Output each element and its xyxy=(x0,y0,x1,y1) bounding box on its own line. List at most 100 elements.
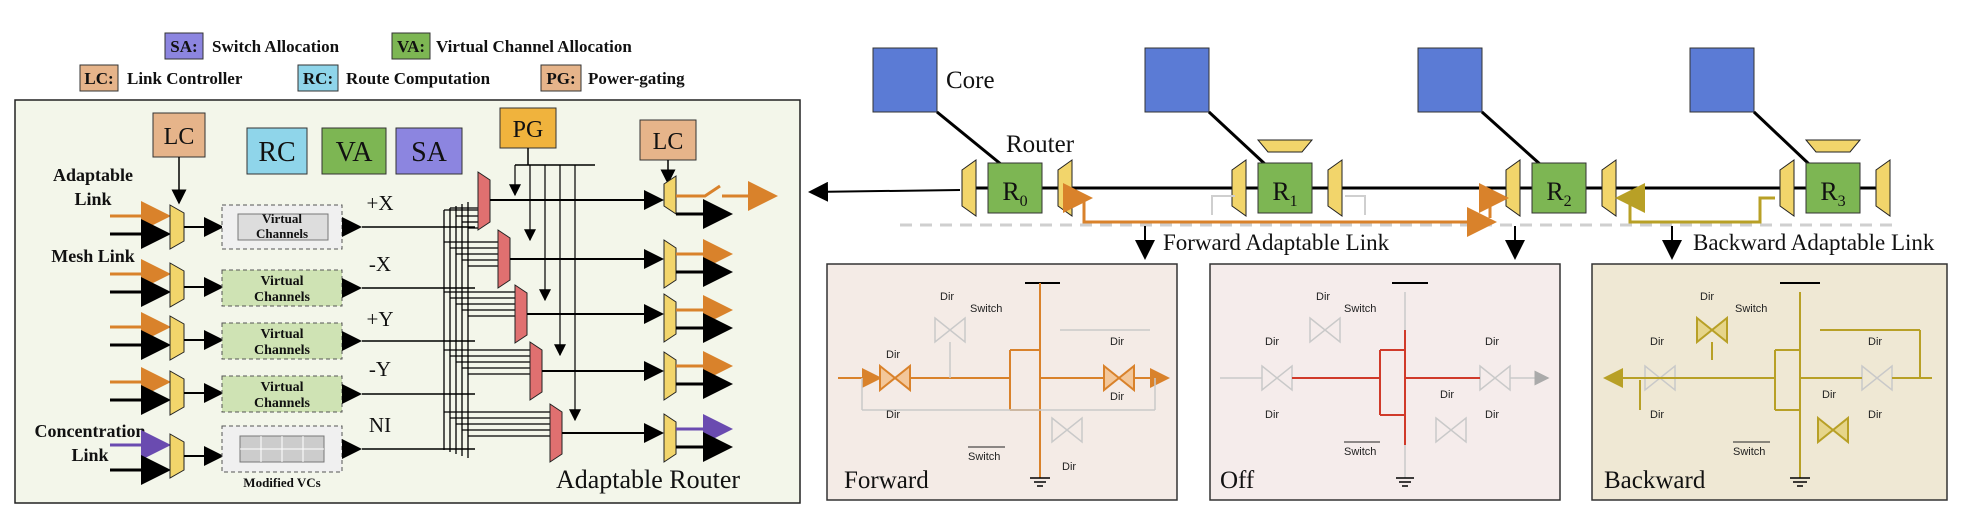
xbar-mux-4 xyxy=(529,341,543,401)
off-switch: Switch xyxy=(1344,303,1376,315)
off-dir-6: Dir xyxy=(1440,389,1454,401)
xbar-mux-5 xyxy=(549,403,563,463)
va-label: VA xyxy=(336,137,374,168)
off-dir-2: Dir xyxy=(1265,336,1279,348)
core-label: Core xyxy=(946,67,995,94)
link-switch xyxy=(676,184,721,198)
vc-label-1b: Channels xyxy=(256,226,308,241)
xbar-mux-3 xyxy=(514,284,528,344)
panel-off-title: Off xyxy=(1220,467,1255,494)
input-mux-2 xyxy=(169,262,185,308)
pg-box xyxy=(499,107,557,149)
input-mesh-link: Mesh Link xyxy=(51,246,135,266)
router-label: Router xyxy=(1006,131,1075,158)
sa-box xyxy=(395,127,463,175)
xbar-mux-1 xyxy=(477,171,491,231)
input-rows xyxy=(110,201,224,485)
router-title: Adaptable Router xyxy=(556,465,740,494)
lc-left-label: LC xyxy=(164,124,195,150)
router-r0 xyxy=(987,162,1043,214)
legend-va-key: VA: xyxy=(397,37,425,56)
legend-rc-text: Route Computation xyxy=(346,69,491,88)
out-demux-4 xyxy=(663,351,677,401)
off-switch-bar: Switch xyxy=(1344,446,1376,458)
legend-va-text: Virtual Channel Allocation xyxy=(436,37,632,56)
port-minus-y: -Y xyxy=(369,357,391,381)
output-demuxes xyxy=(663,175,677,463)
backward-link-label: Backward Adaptable Link xyxy=(1693,230,1935,255)
core-2 xyxy=(1417,47,1483,113)
vc-label-3a: Virtual xyxy=(260,327,303,342)
vc-label-1a: Virtual xyxy=(262,211,302,226)
legend-pg-text: Power-gating xyxy=(588,69,685,88)
bwd-dir-2: Dir xyxy=(1650,336,1664,348)
port-minus-x: -X xyxy=(369,252,391,276)
legend-sa-swatch xyxy=(164,32,204,60)
pg-label: PG xyxy=(513,117,544,143)
fwd-switch: Switch xyxy=(970,303,1002,315)
crossbar-bus xyxy=(443,202,550,458)
xbar-mux-2 xyxy=(497,229,511,289)
fwd-dir-3: Dir xyxy=(886,409,900,421)
rc-label: RC xyxy=(258,137,295,168)
vc-label-3b: Channels xyxy=(254,343,311,358)
legend: SA: Switch Allocation VA: Virtual Channe… xyxy=(79,32,685,92)
legend-pg-swatch xyxy=(540,64,582,92)
legend-pg-key: PG: xyxy=(546,69,575,88)
adaptable-router-diagram: LC RC VA SA PG LC Adaptable Link Mesh Li… xyxy=(14,99,801,504)
virtual-channels: Virtual Channels Virtual Channels Virtua… xyxy=(221,204,343,490)
lc-right-label: LC xyxy=(653,129,684,155)
core-1 xyxy=(1144,47,1210,113)
router-r3 xyxy=(1805,162,1861,214)
port-plus-y: +Y xyxy=(366,307,393,331)
fwd-dir-6: Dir xyxy=(1062,461,1076,473)
input-mux-5 xyxy=(169,433,185,479)
topology: Core Router R0 R1 R2 R3 xyxy=(872,47,1935,260)
bwd-dir-5: Dir xyxy=(1868,409,1882,421)
backward-link xyxy=(1615,183,1775,224)
legend-rc-swatch xyxy=(297,64,339,92)
legend-sa-text: Switch Allocation xyxy=(212,37,340,56)
input-mux-1 xyxy=(169,204,185,250)
off-dir-3: Dir xyxy=(1265,409,1279,421)
bwd-dir-3: Dir xyxy=(1650,409,1664,421)
vc-box-4 xyxy=(221,375,343,413)
fwd-dir-4: Dir xyxy=(1110,336,1124,348)
port-plus-x: +X xyxy=(366,191,393,215)
port-ni: NI xyxy=(369,413,391,437)
router-r3-label: R3 xyxy=(1820,177,1845,210)
vc-box-3 xyxy=(221,322,343,360)
panel-forward: Switch Switch Dir Dir Dir Dir Dir Dir Fo… xyxy=(826,263,1178,501)
router-r2-label: R2 xyxy=(1546,177,1571,210)
forward-link-label: Forward Adaptable Link xyxy=(1163,230,1390,255)
bwd-switch: Switch xyxy=(1735,303,1767,315)
fwd-switch-bar: Switch xyxy=(968,451,1000,463)
fwd-dir-1: Dir xyxy=(940,291,954,303)
crossbar-muxes xyxy=(477,171,563,463)
legend-lc-swatch xyxy=(79,64,119,92)
input-adaptable-line1: Adaptable xyxy=(53,165,133,185)
router-r2 xyxy=(1531,162,1587,214)
sa-label: SA xyxy=(411,137,448,168)
panel-backward-frame xyxy=(1591,263,1948,501)
out-demux-3 xyxy=(663,293,677,343)
link-controllers xyxy=(961,139,1891,217)
input-concentration-line1: Concentration xyxy=(35,421,146,441)
panel-backward-title: Backward xyxy=(1604,467,1706,494)
vc-label-4a: Virtual xyxy=(260,380,303,395)
bwd-dir-1: Dir xyxy=(1700,291,1714,303)
legend-rc-key: RC: xyxy=(303,69,333,88)
vc-label-2b: Channels xyxy=(254,290,311,305)
forward-link xyxy=(1063,183,1509,237)
vc-box-2 xyxy=(221,269,343,307)
legend-lc-text: Link Controller xyxy=(127,69,243,88)
core-3 xyxy=(1689,47,1755,113)
input-mux-4 xyxy=(169,370,185,416)
input-mux-3 xyxy=(169,315,185,361)
off-dir-1: Dir xyxy=(1316,291,1330,303)
va-box xyxy=(321,127,387,175)
legend-lc-key: LC: xyxy=(84,69,113,88)
vc-buffer-1 xyxy=(237,213,329,241)
bwd-dir-4: Dir xyxy=(1868,336,1882,348)
panel-off: Switch Switch Dir Dir Dir Dir Dir Dir Of… xyxy=(1209,263,1561,501)
